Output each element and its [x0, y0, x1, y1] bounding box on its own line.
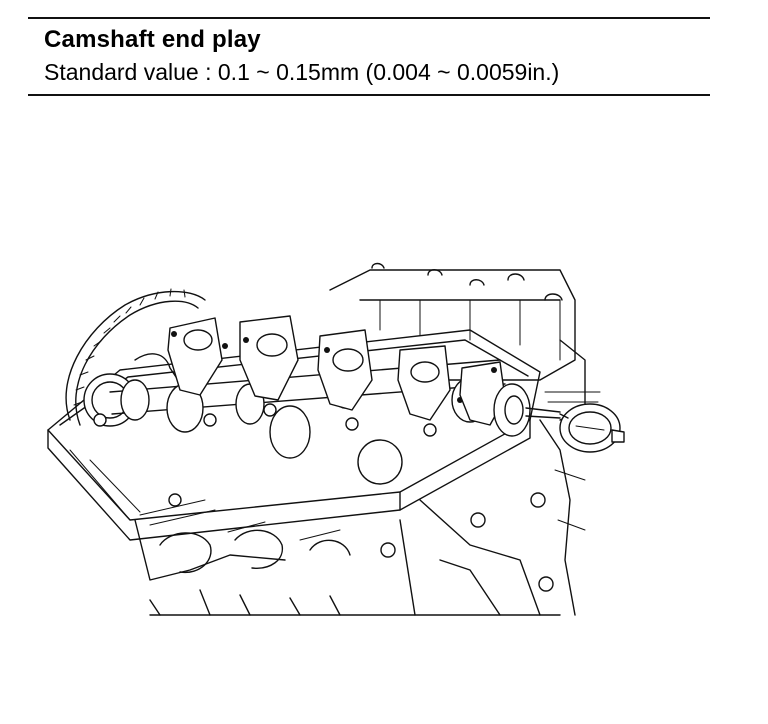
- spec-heading: Camshaft end play: [44, 26, 261, 53]
- top-rule: [28, 17, 710, 19]
- bottom-rule: [28, 94, 710, 96]
- lower-block-and-studs: [134, 419, 586, 616]
- rear-cylinder-bank: [329, 262, 601, 421]
- head-bolts: [93, 403, 554, 592]
- dial-gauge: [493, 383, 625, 453]
- standard-value-text: Standard value : 0.1 ~ 0.15mm (0.004 ~ 0…: [44, 59, 560, 85]
- bearing-caps: [167, 315, 506, 426]
